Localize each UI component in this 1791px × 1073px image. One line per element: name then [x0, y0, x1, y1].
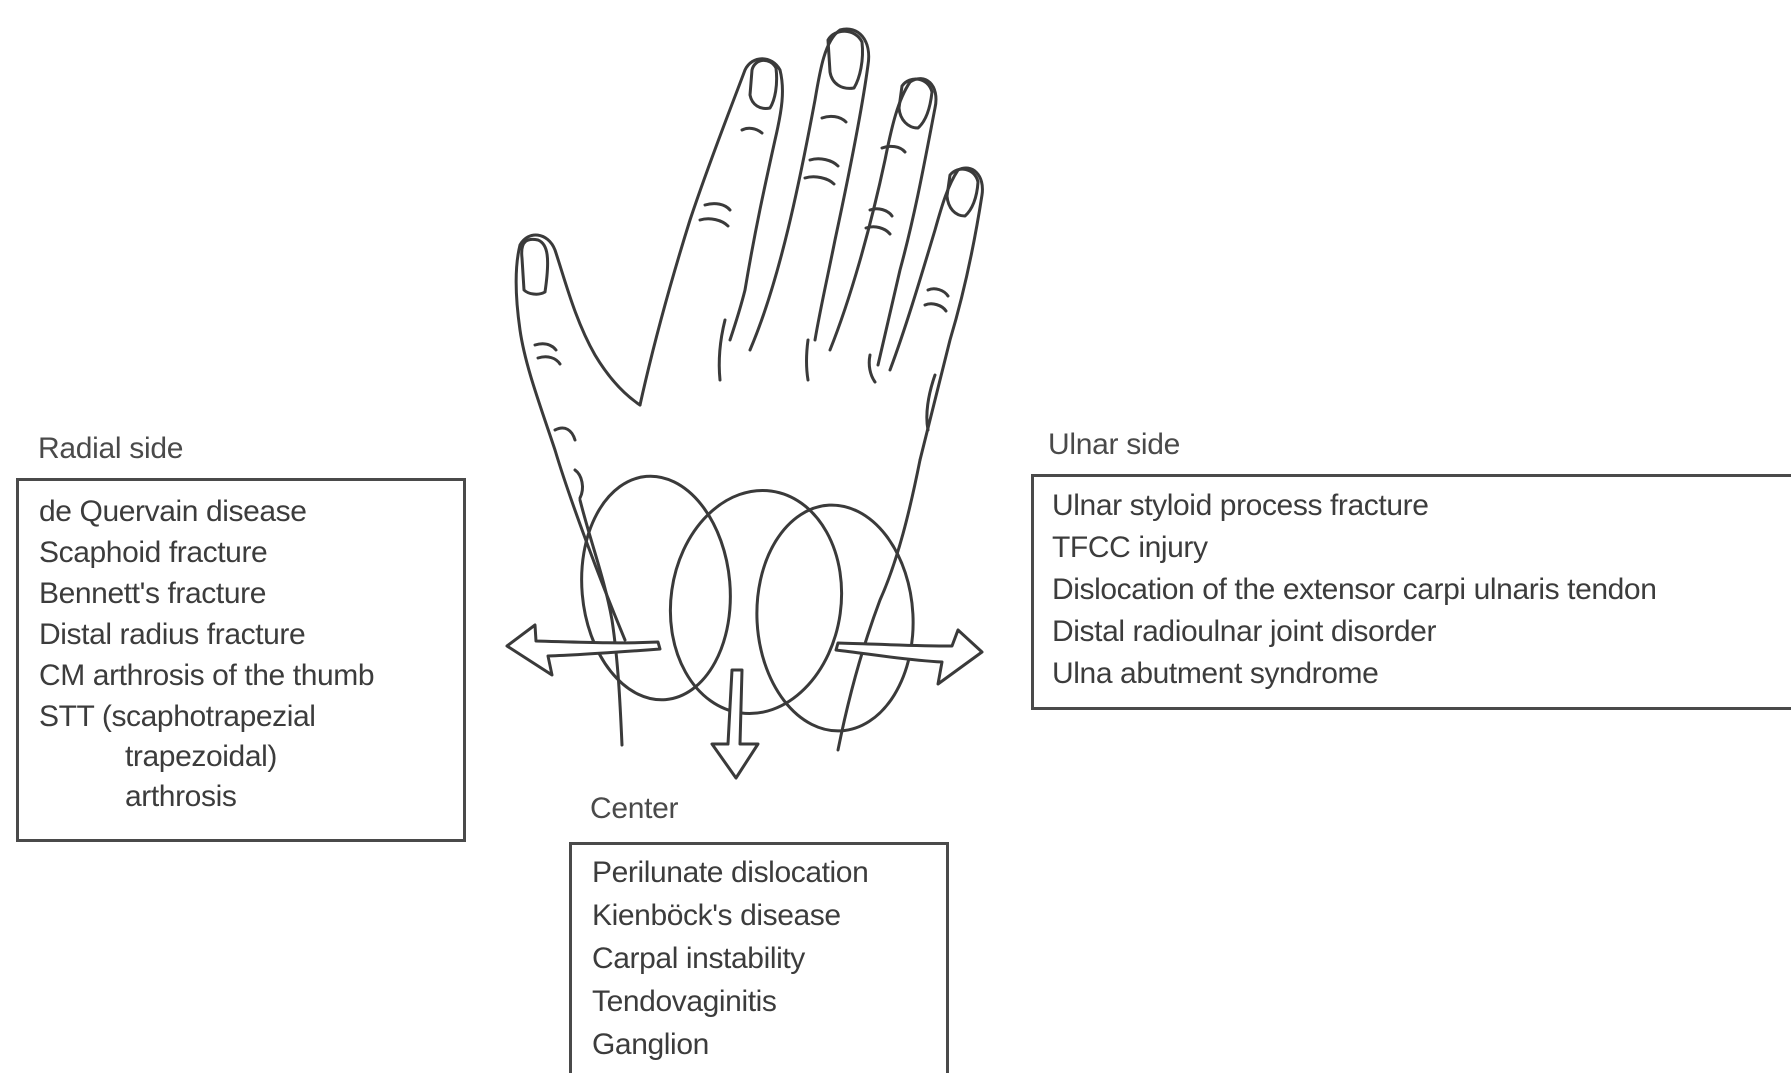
ring-nail [899, 79, 932, 128]
ulnar-oval [751, 501, 919, 735]
middle-nail [828, 31, 863, 88]
ulnar-side-title: Ulnar side [1048, 428, 1180, 462]
center-item: Perilunate dislocation [592, 851, 946, 894]
center-box: Perilunate dislocation Kienböck's diseas… [569, 842, 949, 1073]
radial-item: de Quervain disease [39, 491, 463, 532]
middle-finger-outline [750, 29, 869, 350]
center-item: Tendovaginitis [592, 980, 946, 1023]
radial-side-box: de Quervain disease Scaphoid fracture Be… [16, 478, 466, 842]
radial-item: CM arthrosis of the thumb [39, 655, 463, 696]
radial-item: Distal radius fracture [39, 614, 463, 655]
center-item: Ganglion [592, 1023, 946, 1066]
radial-item: arthrosis [39, 777, 463, 817]
center-item: Carpal instability [592, 937, 946, 980]
center-item: Kienböck's disease [592, 894, 946, 937]
ulnar-item: Ulnar styloid process fracture [1052, 485, 1791, 527]
ulnar-side-box: Ulnar styloid process fracture TFCC inju… [1031, 474, 1791, 710]
ulnar-item: Distal radioulnar joint disorder [1052, 611, 1791, 653]
thumb-nail [522, 239, 548, 294]
ulnar-item: TFCC injury [1052, 527, 1791, 569]
center-title: Center [590, 792, 678, 826]
thumb-outline [516, 235, 640, 640]
radial-side-title: Radial side [38, 432, 183, 466]
left-arrow-icon [507, 625, 660, 675]
little-nail [947, 169, 978, 216]
radial-item: STT (scaphotrapezial [39, 696, 463, 737]
radial-item: Scaphoid fracture [39, 532, 463, 573]
index-nail [750, 60, 777, 108]
radial-oval [573, 470, 740, 706]
ulnar-edge-outline [838, 460, 920, 750]
radial-item: Bennett's fracture [39, 573, 463, 614]
ulnar-item: Dislocation of the extensor carpi ulnari… [1052, 569, 1791, 611]
index-finger-outline [640, 59, 782, 405]
ulnar-item: Ulna abutment syndrome [1052, 653, 1791, 695]
down-arrow-icon [712, 670, 758, 778]
radial-item: trapezoidal) [39, 737, 463, 777]
right-arrow-icon [836, 630, 982, 684]
